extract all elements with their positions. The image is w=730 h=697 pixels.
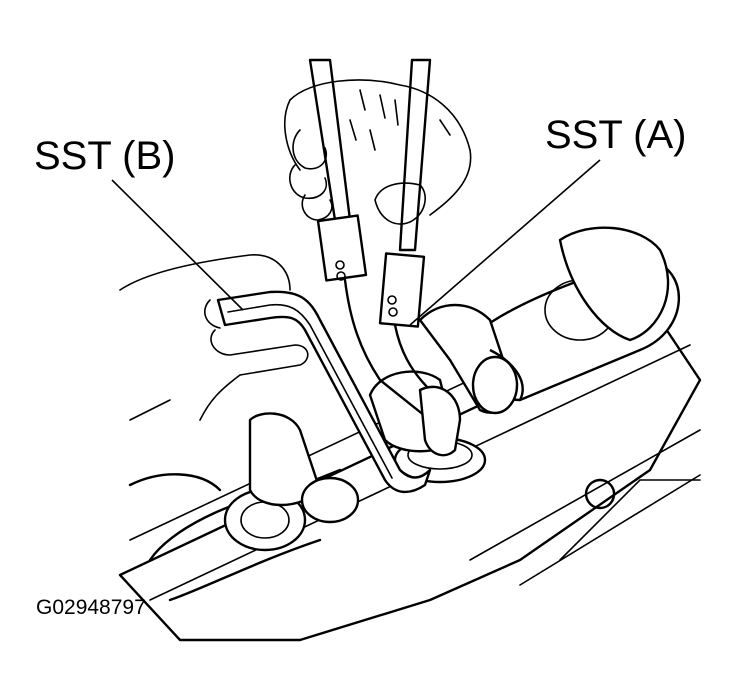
figure-code: G02948797	[36, 596, 146, 619]
sst-a-tool	[308, 58, 462, 457]
leader-sst-b	[111, 179, 244, 311]
camshaft-right	[418, 226, 681, 415]
leader-sst-a	[409, 159, 601, 326]
callout-sst-a: SST (A)	[545, 113, 687, 157]
hand-top	[284, 79, 472, 225]
hand-left	[119, 254, 309, 421]
camshaft-left	[128, 412, 360, 602]
sst-b-tool	[216, 290, 432, 494]
callout-sst-b: SST (B)	[34, 134, 176, 178]
